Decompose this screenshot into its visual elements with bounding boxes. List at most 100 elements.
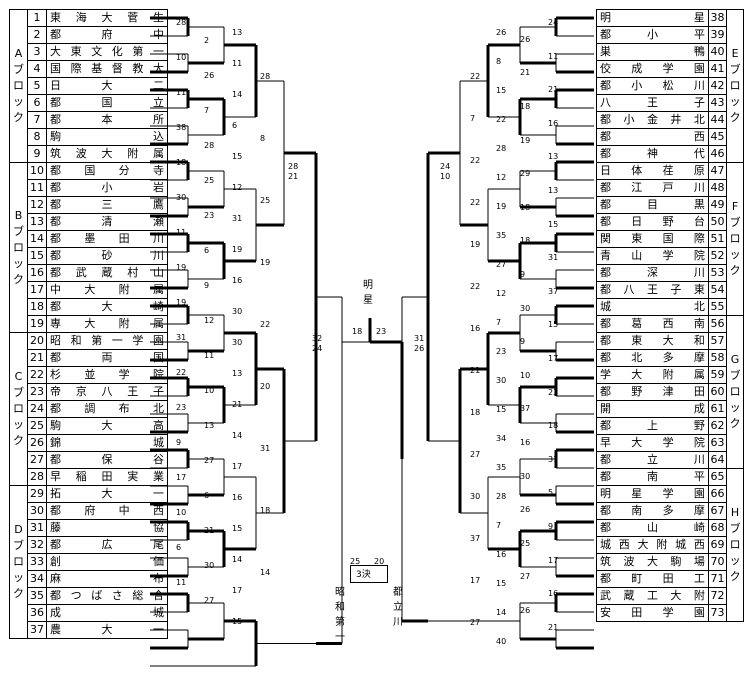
- third-place-left-score: 25: [350, 557, 361, 566]
- team-number: 35: [27, 587, 47, 605]
- right-r1-score: 18: [548, 421, 559, 431]
- right-r1-score: 19: [520, 135, 531, 145]
- right-r1-score: 13: [548, 186, 559, 195]
- left-r1-score: 12: [204, 315, 215, 325]
- team-number: 47: [707, 162, 728, 180]
- center-score: 31: [414, 334, 425, 343]
- left-r1-score: 6: [176, 543, 182, 552]
- right-r1-score: 26: [520, 505, 531, 515]
- left-r2-score: 14: [232, 431, 243, 440]
- right-r1-score: 18: [520, 102, 531, 111]
- left-r2-score: 19: [232, 245, 243, 254]
- third-place-label: 3決: [356, 570, 371, 580]
- team-name: 都保谷: [46, 451, 168, 469]
- right-r1-score: 30: [520, 303, 531, 313]
- team-name: 都野津田: [596, 383, 709, 401]
- left-r1-score: 22: [176, 368, 187, 377]
- right-r3-score: 22: [470, 282, 481, 291]
- team-name: 都清瀬: [46, 213, 168, 231]
- team-name: 都府中: [46, 26, 168, 44]
- right-r1-score: 18: [520, 236, 531, 246]
- team-number: 57: [707, 332, 728, 350]
- right-r1-score: 11: [548, 51, 559, 61]
- team-number: 33: [27, 553, 47, 571]
- left-r1-score: 2: [204, 35, 210, 45]
- team-name: 都国立: [46, 94, 168, 112]
- right-r3-score: 18: [470, 408, 481, 417]
- left-r1-score: 23: [176, 403, 187, 412]
- left-r2-score: 15: [232, 617, 243, 626]
- right-r3-score: 17: [470, 576, 481, 585]
- left-r1-score: 11: [176, 228, 187, 237]
- left-r1-score: 9: [176, 438, 182, 447]
- team-name: 安田学園: [596, 604, 709, 622]
- left-r3-score: 18: [260, 506, 271, 515]
- right-r1-score: 5: [548, 488, 554, 498]
- team-number: 39: [707, 26, 728, 44]
- right-r1-score: 37: [520, 404, 531, 414]
- right-r2-score: 19: [496, 202, 507, 211]
- team-number: 24: [27, 400, 47, 418]
- right-r1-score: 27: [520, 572, 531, 582]
- left-r3-score: 8: [260, 134, 266, 143]
- final-right-score: 23: [376, 327, 387, 336]
- team-name: 都上野: [596, 417, 709, 435]
- right-r1-score: 24: [548, 18, 559, 27]
- right-r3-score: 30: [470, 492, 481, 501]
- left-r1-score: 23: [204, 210, 215, 220]
- right-r3-score: 21: [470, 366, 481, 375]
- team-number: 41: [707, 60, 728, 78]
- team-number: 49: [707, 196, 728, 214]
- team-number: 13: [27, 213, 47, 231]
- team-name: 麻布: [46, 570, 168, 588]
- left-r2-score: 30: [232, 307, 243, 316]
- right-r2-score: 14: [496, 608, 507, 617]
- team-name: 筑波大附属: [46, 145, 168, 163]
- right-r2-score: 35: [496, 231, 507, 240]
- team-number: 52: [707, 247, 728, 265]
- third-place-right-score: 20: [374, 557, 385, 566]
- right-r2-score: 15: [496, 579, 507, 588]
- team-name: 都本所: [46, 111, 168, 129]
- left-r1-score: 18: [176, 158, 187, 167]
- team-number: 38: [707, 9, 728, 27]
- team-number: 66: [707, 485, 728, 503]
- right-r3-score: 19: [470, 240, 481, 249]
- team-name: 都武蔵村山: [46, 264, 168, 282]
- team-number: 73: [707, 604, 728, 622]
- right-r2-score: 7: [496, 318, 502, 327]
- left-r2-score: 16: [232, 493, 243, 502]
- team-name: 農大一: [46, 621, 168, 639]
- left-r1-score: 10: [176, 53, 187, 62]
- right-r3-score: 22: [470, 198, 481, 207]
- right-r2-score: 12: [496, 289, 507, 298]
- team-name: 都府中西: [46, 502, 168, 520]
- team-number: 45: [707, 128, 728, 146]
- right-r1-score: 23: [548, 387, 559, 397]
- left-r1-score: 17: [176, 473, 187, 482]
- left-r3-score: 20: [260, 382, 271, 391]
- right-r3-score: 7: [470, 114, 476, 123]
- left-r1-score: 31: [176, 333, 187, 342]
